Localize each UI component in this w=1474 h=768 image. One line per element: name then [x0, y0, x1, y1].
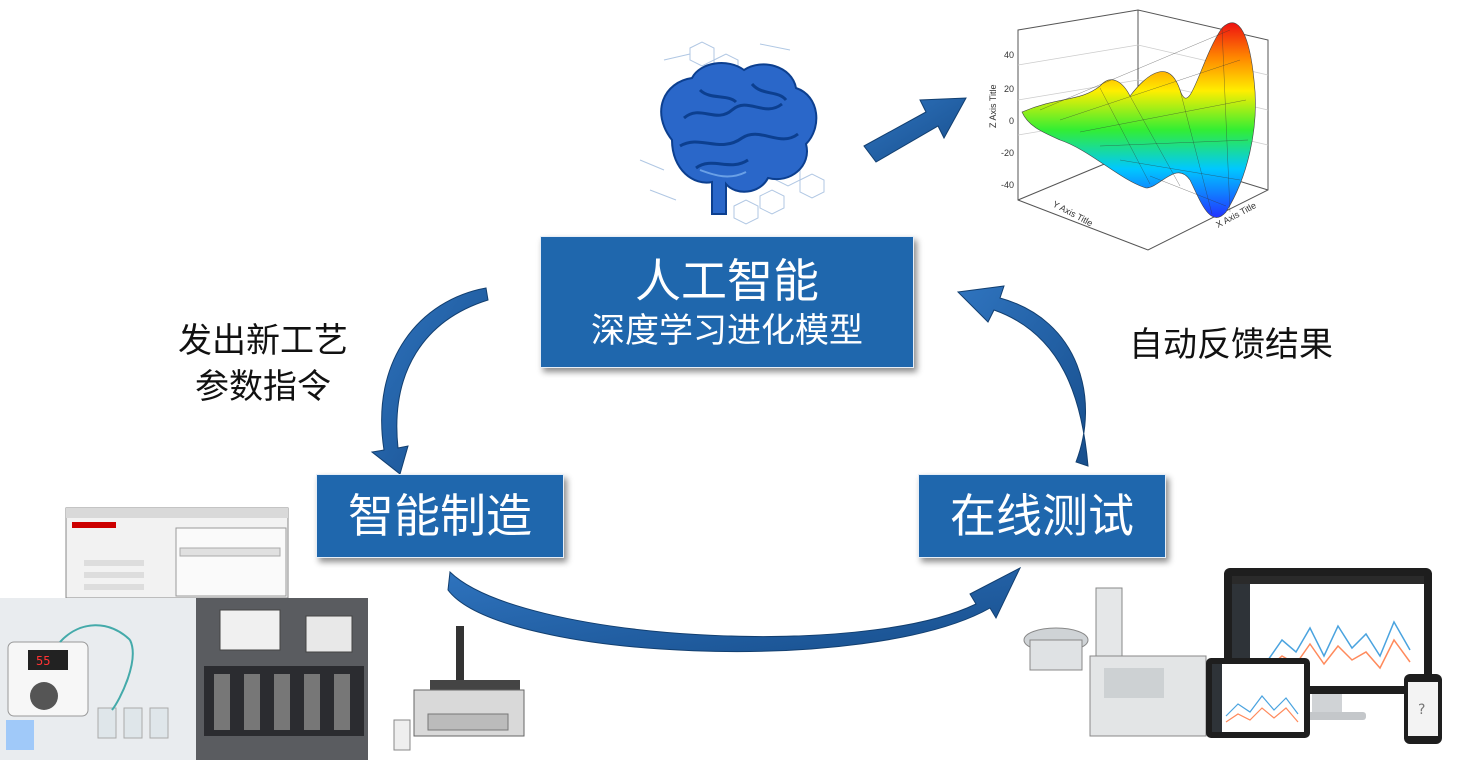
gas-chromatograph-photo: [1023, 587, 1207, 737]
testing-box-title: 在线测试: [950, 489, 1134, 543]
brain-icon: [660, 62, 818, 215]
peristaltic-pump-photo: 55: [0, 598, 196, 760]
svg-text:?: ?: [1418, 702, 1425, 718]
arrow-testing-to-ai: [956, 285, 1089, 467]
ai-box-subtitle: 深度学习进化模型: [591, 311, 863, 351]
z-axis-title: Z Axis Title: [988, 84, 998, 128]
process-parameter-label: 发出新工艺 参数指令: [168, 318, 358, 410]
svg-text:55: 55: [36, 654, 50, 668]
z-tick-label: -40: [1001, 180, 1014, 190]
laptop-device: [1206, 658, 1310, 738]
ai-model-box: 人工智能 深度学习进化模型: [540, 236, 914, 368]
reactor-rig-photo: [196, 598, 368, 760]
z-tick-label: 40: [1004, 50, 1014, 60]
z-tick-labels: 40 20 0 -20 -40: [1001, 50, 1014, 190]
manufacturing-box-title: 智能制造: [348, 489, 532, 543]
z-tick-label: 0: [1009, 116, 1014, 126]
phone-device: ?: [1404, 674, 1442, 744]
z-tick-label: -20: [1001, 148, 1014, 158]
label-line: 自动反馈结果: [1129, 325, 1333, 365]
smart-manufacturing-box: 智能制造: [316, 474, 564, 558]
surface-mesh: [1021, 22, 1256, 218]
feedback-label: 自动反馈结果: [1118, 322, 1344, 368]
label-line: 参数指令: [195, 367, 331, 407]
software-window-screenshot: [65, 507, 289, 599]
arrow-manufacturing-to-testing: [447, 566, 1022, 653]
ai-box-title: 人工智能: [635, 254, 819, 308]
autosampler-photo: [393, 626, 525, 751]
arrow-to-plot: [863, 97, 967, 163]
online-testing-box: 在线测试: [918, 474, 1166, 558]
label-line: 发出新工艺: [178, 321, 348, 361]
z-tick-label: 20: [1004, 84, 1014, 94]
